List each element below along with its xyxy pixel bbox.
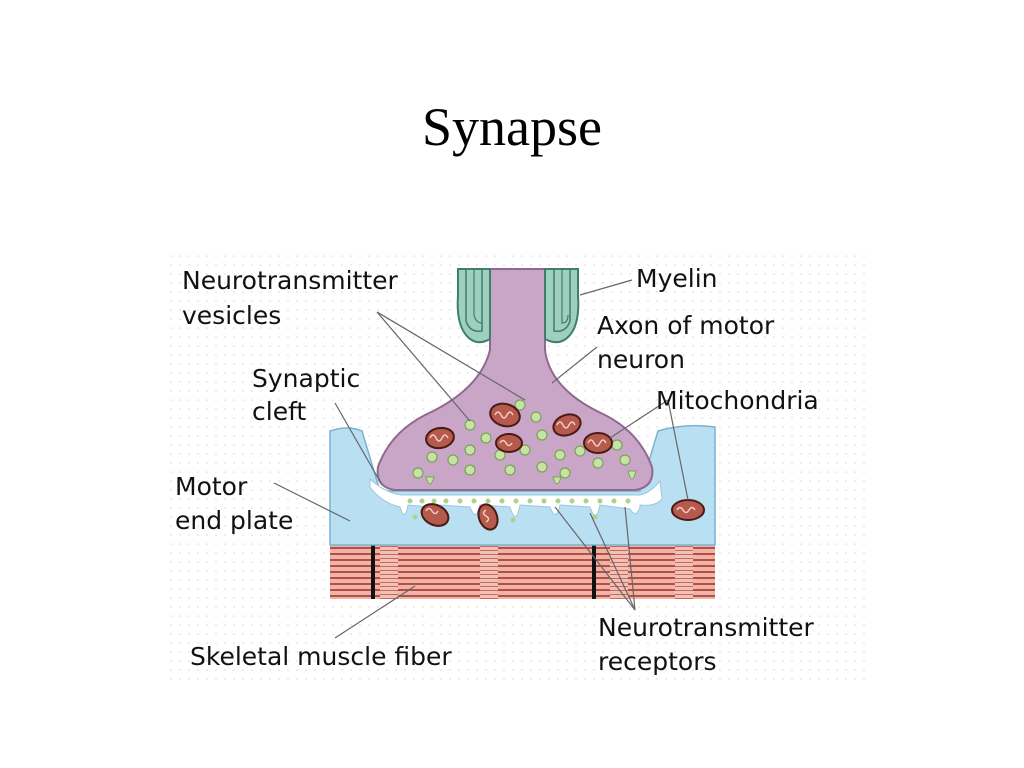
label-cleft-line2: cleft xyxy=(252,397,307,426)
neurotransmitter-receptors xyxy=(407,498,631,523)
label-myelin: Myelin xyxy=(636,264,718,293)
label-vesicles-line1: Neurotransmitter xyxy=(182,266,398,295)
label-cleft-line1: Synaptic xyxy=(252,364,361,393)
synapse-diagram: Neurotransmitter vesicles Myelin Axon of… xyxy=(170,255,870,685)
label-axon-line2: neuron xyxy=(597,345,685,374)
synaptic-cleft xyxy=(369,477,663,517)
skeletal-muscle-fiber xyxy=(330,541,715,599)
z-line xyxy=(592,541,596,599)
mitochondria-cristae xyxy=(429,411,607,447)
neurotransmitter-vesicles xyxy=(412,399,631,479)
label-receptors-line2: receptors xyxy=(598,647,717,676)
vesicle-release-sites xyxy=(425,470,637,485)
label-skeletal-muscle-fiber: Skeletal muscle fiber xyxy=(190,642,452,671)
slide-title: Synapse xyxy=(422,97,602,157)
myelin-sheath-left xyxy=(456,268,491,344)
z-line xyxy=(371,541,375,599)
leader-lines xyxy=(273,279,689,639)
synapse-illustration xyxy=(170,255,870,685)
label-receptors-line1: Neurotransmitter xyxy=(598,613,814,642)
label-end-plate-line2: end plate xyxy=(175,506,294,535)
label-vesicles-line2: vesicles xyxy=(182,301,282,330)
myelin-sheath-right xyxy=(544,268,580,344)
label-axon-line1: Axon of motor xyxy=(597,311,775,340)
label-mitochondria: Mitochondria xyxy=(656,386,819,415)
label-end-plate-line1: Motor xyxy=(175,472,248,501)
mitochondria xyxy=(425,402,613,454)
